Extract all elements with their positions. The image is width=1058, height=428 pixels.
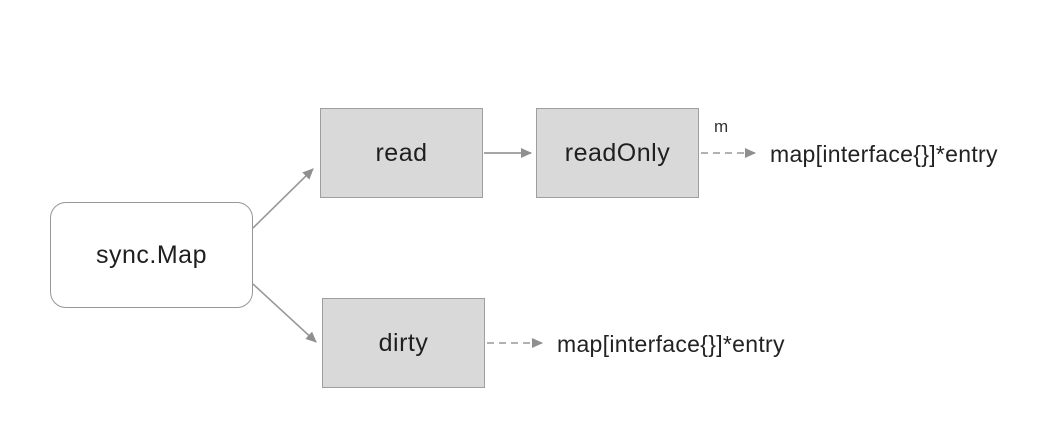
node-sync-map: sync.Map [50, 202, 253, 308]
node-dirty-label: dirty [378, 328, 429, 357]
node-read-label: read [375, 138, 428, 167]
node-dirty: dirty [322, 298, 485, 388]
node-readonly: readOnly [536, 108, 699, 198]
readonly-map-type-label: map[interface{}]*entry [770, 141, 998, 167]
node-read: read [320, 108, 483, 198]
node-sync-map-label: sync.Map [96, 240, 207, 269]
node-readonly-label: readOnly [564, 138, 671, 167]
edge-label-m: m [714, 117, 729, 136]
dirty-map-type-label: map[interface{}]*entry [557, 331, 785, 357]
edge-syncmap-to-dirty [252, 283, 317, 343]
edge-syncmap-to-read [252, 168, 314, 229]
